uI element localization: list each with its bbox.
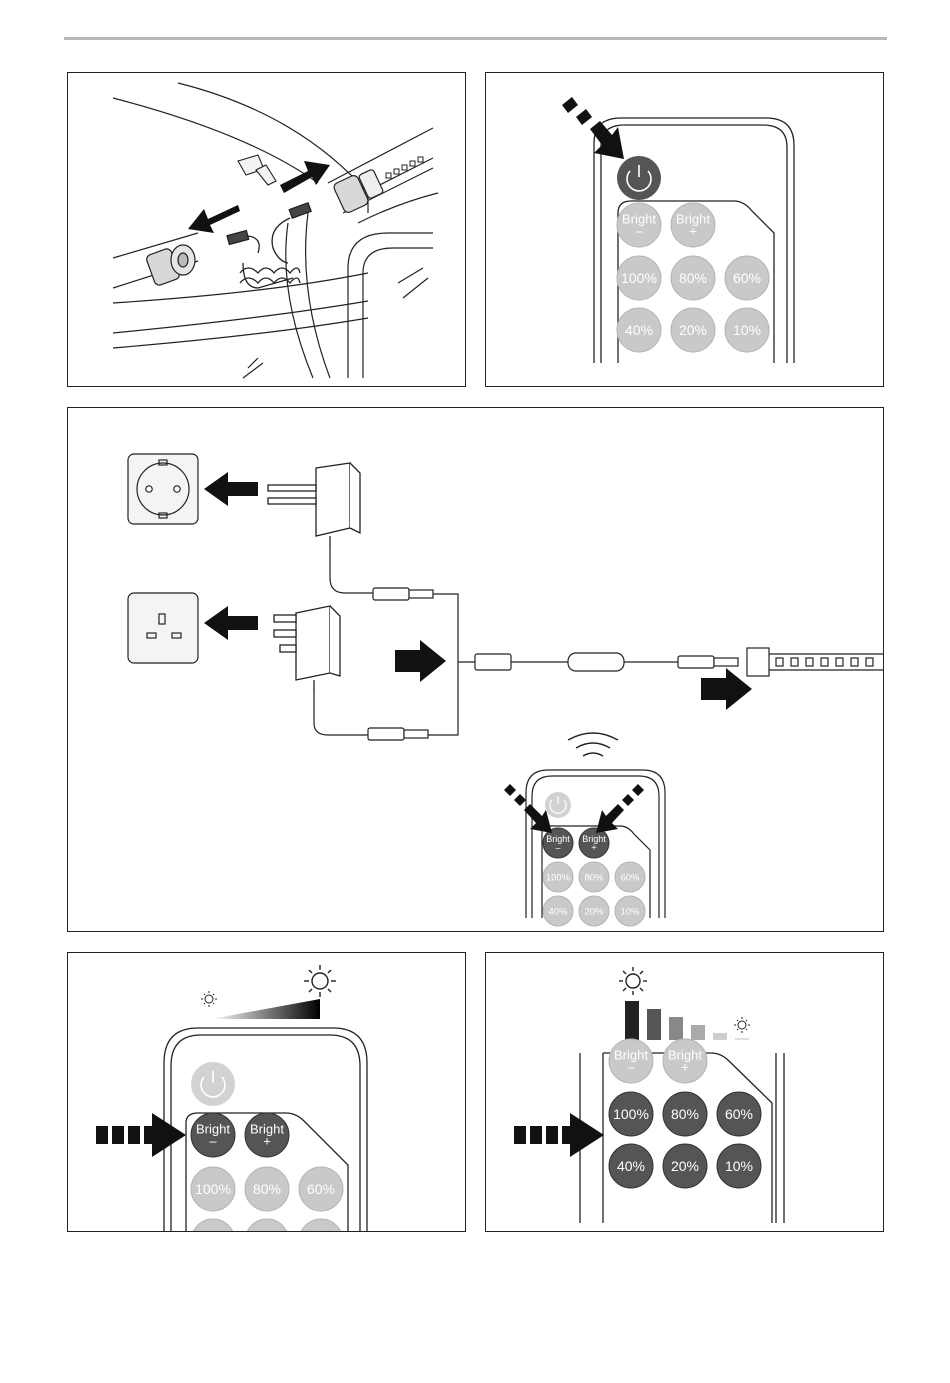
remote-button[interactable]: 60%	[725, 256, 769, 300]
remote-button-label: 80%	[584, 872, 604, 883]
connect-strip-illustration	[68, 73, 466, 387]
brightness-illustration: Bright–Bright+ 100% 80% 60% 40% 20% 10%	[68, 953, 466, 1232]
led-strip-icon	[747, 648, 884, 676]
remote-button[interactable]: 40%	[543, 896, 573, 926]
remote-button-label: 20%	[584, 906, 604, 917]
arrow-icon	[562, 97, 624, 159]
remote-button-label: 10%	[725, 1158, 753, 1174]
remote-button[interactable]: 10%	[615, 896, 645, 926]
remote-button-label: 100%	[195, 1181, 231, 1197]
panel-connect-strip	[67, 72, 466, 387]
wiring-illustration: Bright–Bright+ 100% 80% 60% 40% 20% 10%	[68, 408, 884, 932]
preset-levels-illustration: Bright–Bright+ 100% 80% 60% 40% 20% 10%	[486, 953, 884, 1232]
plug-adapter-icon	[268, 463, 360, 548]
remote-button-label: +	[591, 842, 596, 852]
sun-icon	[619, 967, 647, 995]
remote-button[interactable]: Bright–	[543, 828, 573, 858]
remote-button[interactable]: 100%	[617, 256, 661, 300]
arrow-icon	[514, 1113, 604, 1157]
remote-button-label: 100%	[621, 270, 657, 286]
remote-button-label: 10%	[733, 322, 761, 338]
remote-button[interactable]: 100%	[191, 1167, 235, 1211]
plug-adapter-icon	[274, 606, 340, 693]
remote-button[interactable]: 60%	[615, 862, 645, 892]
remote-button-label: 40%	[625, 322, 653, 338]
panel-preset-levels: Bright–Bright+ 100% 80% 60% 40% 20% 10%	[485, 952, 884, 1232]
remote-button-label: 60%	[620, 872, 640, 883]
uk-socket-icon	[128, 593, 198, 663]
remote-button-label: 60%	[725, 1106, 753, 1122]
remote-button[interactable]: Bright+	[671, 203, 715, 247]
remote-button[interactable]: Bright+	[663, 1039, 707, 1083]
remote-button-label: 40%	[617, 1158, 645, 1174]
remote-button-label: –	[209, 1134, 217, 1149]
arrow-icon	[204, 472, 752, 710]
remote-button-label: +	[681, 1060, 689, 1075]
remote-power-illustration: Bright–Bright+ 100% 80% 60% 40% 20% 10%	[486, 73, 884, 387]
eu-socket-icon	[128, 454, 198, 524]
remote-button-label: –	[635, 224, 643, 239]
power-button[interactable]	[617, 156, 661, 200]
remote-button[interactable]: Bright–	[191, 1113, 235, 1157]
remote-button-label: 100%	[546, 872, 571, 883]
remote-button-label: 100%	[613, 1106, 649, 1122]
remote-button-label: 20%	[679, 322, 707, 338]
remote-button[interactable]: Bright–	[617, 203, 661, 247]
remote-button[interactable]: 10%	[725, 308, 769, 352]
remote-button[interactable]: Bright–	[609, 1039, 653, 1083]
remote-button[interactable]: 40%	[191, 1219, 235, 1232]
panel-wiring: Bright–Bright+ 100% 80% 60% 40% 20% 10%	[67, 407, 884, 932]
remote-button-label: 80%	[671, 1106, 699, 1122]
remote-button-label: –	[555, 842, 560, 852]
remote-button[interactable]: 20%	[671, 308, 715, 352]
remote-button-label: –	[627, 1060, 635, 1075]
remote-button[interactable]: 20%	[245, 1219, 289, 1232]
level-bars	[625, 1001, 749, 1040]
remote-button-label: +	[689, 224, 697, 239]
remote-button-label: 20%	[671, 1158, 699, 1174]
top-rule	[64, 37, 887, 40]
remote-button[interactable]: 80%	[245, 1167, 289, 1211]
remote-button-label: +	[263, 1134, 271, 1149]
sun-icon	[734, 1017, 750, 1033]
brightness-ramp	[211, 999, 320, 1019]
remote-button-label: 80%	[679, 270, 707, 286]
sun-icon	[304, 965, 336, 997]
sun-icon	[201, 991, 217, 1007]
remote-button[interactable]: 40%	[617, 308, 661, 352]
power-button[interactable]	[191, 1062, 235, 1106]
remote-button[interactable]: 60%	[717, 1092, 761, 1136]
remote-button[interactable]: 100%	[609, 1092, 653, 1136]
remote-button[interactable]: 60%	[299, 1167, 343, 1211]
panel-power-button: Bright–Bright+ 100% 80% 60% 40% 20% 10%	[485, 72, 884, 387]
remote-button[interactable]: 20%	[663, 1144, 707, 1188]
remote-button[interactable]: 10%	[299, 1219, 343, 1232]
remote-button[interactable]: 40%	[609, 1144, 653, 1188]
remote-button[interactable]: 80%	[663, 1092, 707, 1136]
remote-button-label: 80%	[253, 1181, 281, 1197]
remote-button[interactable]: Bright+	[579, 828, 609, 858]
remote-button-label: 10%	[620, 906, 640, 917]
remote-button[interactable]: 20%	[579, 896, 609, 926]
remote-button-label: 40%	[548, 906, 568, 917]
arrow-icon	[96, 1113, 186, 1157]
remote-button[interactable]: 80%	[671, 256, 715, 300]
panel-brightness: Bright–Bright+ 100% 80% 60% 40% 20% 10%	[67, 952, 466, 1232]
wireless-signal-icon	[568, 733, 618, 756]
remote-button[interactable]: 10%	[717, 1144, 761, 1188]
remote-button[interactable]: Bright+	[245, 1113, 289, 1157]
remote-button[interactable]: 80%	[579, 862, 609, 892]
remote-button-label: 60%	[307, 1181, 335, 1197]
remote-button[interactable]: 100%	[543, 862, 573, 892]
remote-button-label: 60%	[733, 270, 761, 286]
